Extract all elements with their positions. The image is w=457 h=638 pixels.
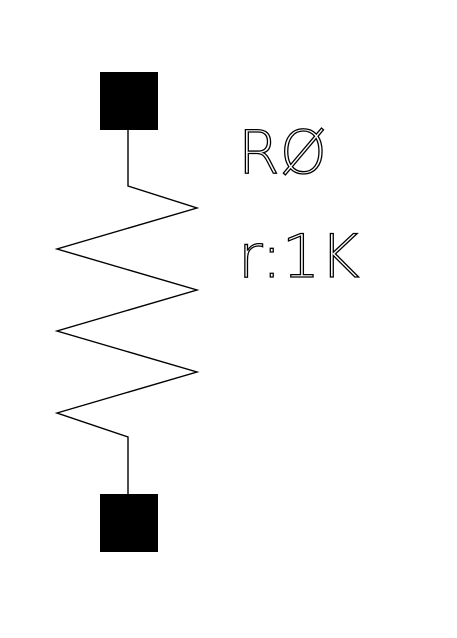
top-terminal-pad[interactable] [100,72,158,130]
designator-label: RØ [238,118,327,188]
bottom-terminal-pad[interactable] [100,494,158,552]
resistor-zigzag-wire[interactable] [54,130,200,494]
value-label: r:1K [238,222,359,292]
